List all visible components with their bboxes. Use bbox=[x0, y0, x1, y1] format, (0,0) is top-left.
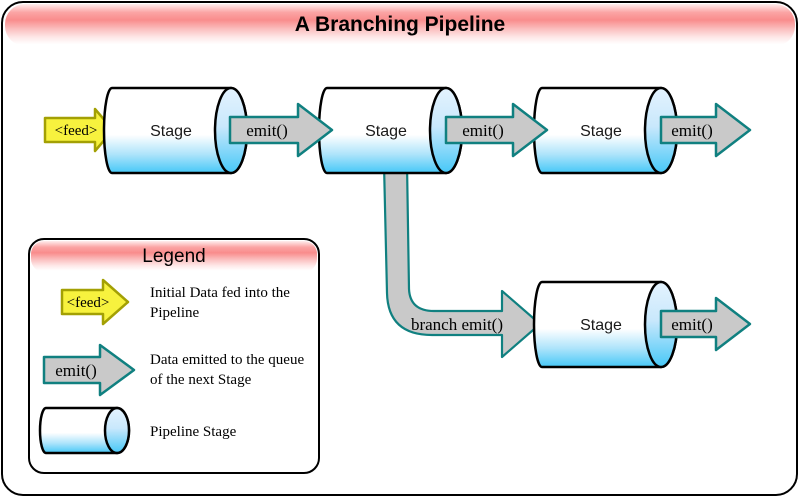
stage-label-1: Stage bbox=[150, 123, 192, 140]
emit-arrow-2 bbox=[444, 102, 549, 158]
legend-title: Legend bbox=[142, 245, 206, 267]
emit-arrow-4 bbox=[659, 296, 752, 352]
legend-feed-arrow bbox=[60, 278, 130, 326]
legend-stage-cylinder bbox=[38, 406, 131, 455]
emit-arrow-1 bbox=[228, 102, 334, 158]
legend-desc-emit-line2: of the next Stage bbox=[150, 372, 252, 388]
legend-feed-arrow-label: <feed> bbox=[67, 295, 110, 311]
stage-label-3: Stage bbox=[580, 123, 622, 140]
emit-arrow-label-1: emit() bbox=[246, 121, 288, 140]
legend-header: Legend bbox=[31, 241, 317, 272]
legend-emit-arrow-label: emit() bbox=[55, 361, 97, 380]
stage-cylinder-1 bbox=[102, 86, 249, 175]
emit-arrow-label-3: emit() bbox=[671, 121, 713, 140]
legend-emit-arrow bbox=[42, 343, 136, 397]
feed-arrow-label: <feed> bbox=[55, 123, 98, 139]
emit-arrow-label-4: emit() bbox=[671, 315, 713, 334]
stage-label-4: Stage bbox=[580, 317, 622, 334]
emit-arrow-label-2: emit() bbox=[462, 121, 504, 140]
legend-desc-feed-line1: Initial Data fed into the bbox=[150, 285, 290, 301]
legend-desc-emit-line1: Data emitted to the queue bbox=[150, 352, 304, 368]
legend-desc-feed-line2: Pipeline bbox=[150, 305, 200, 321]
title-bar: A Branching Pipeline bbox=[5, 4, 795, 46]
branch-emit-label: branch emit() bbox=[411, 315, 503, 334]
stage-cylinder-2 bbox=[317, 86, 464, 175]
page-title: A Branching Pipeline bbox=[294, 13, 506, 36]
legend-desc-stage-line1: Pipeline Stage bbox=[150, 424, 237, 440]
stage-label-2: Stage bbox=[365, 123, 407, 140]
emit-arrow-3 bbox=[659, 102, 752, 158]
